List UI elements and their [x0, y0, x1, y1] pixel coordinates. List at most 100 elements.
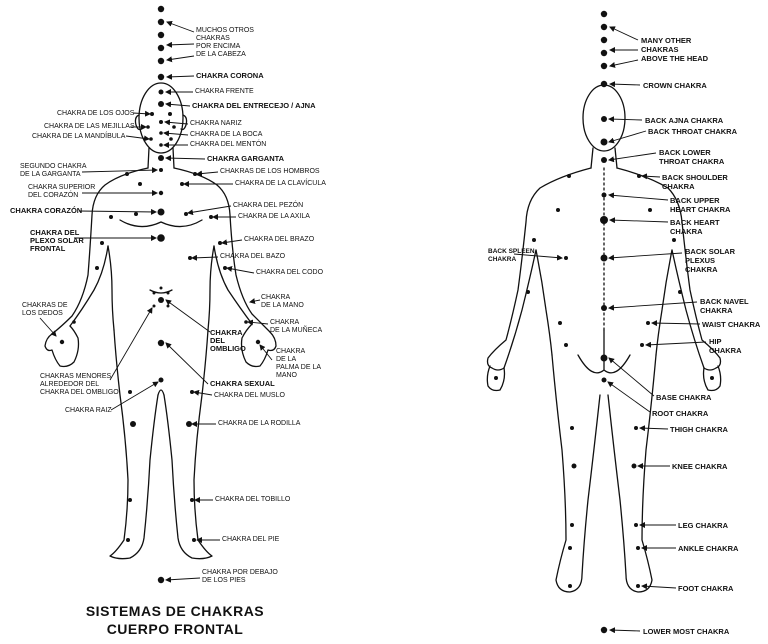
front-nipple-dot-l — [134, 212, 138, 216]
front-jaw-dot-r — [169, 137, 173, 141]
back-thigh-dot-r — [634, 426, 638, 430]
label-plexo: CHAKRA DEL PLEXO SOLAR FRONTAL — [30, 228, 84, 253]
back-heart-dot — [600, 216, 608, 224]
back-upper-heart-dot — [601, 192, 607, 198]
back-knee-dot-l — [571, 463, 577, 469]
back-right-leg — [607, 354, 657, 593]
label-lower-throat: BACK LOWER THROAT CHAKRA — [659, 148, 725, 166]
front-eye-dot-l — [150, 112, 154, 116]
back-right-inner-arm — [671, 249, 705, 369]
label-back-solar: BACK SOLAR PLEXUS CHAKRA — [685, 247, 735, 274]
label-rodilla: CHAKRA DE LA RODILLA — [218, 420, 301, 427]
front-eye-dot-r — [168, 112, 172, 116]
front-nose-dot — [159, 120, 163, 124]
label-corazon: CHAKRA CORAZÓN — [10, 206, 83, 215]
front-thigh-dot-l — [128, 390, 132, 394]
back-ajna-dot — [601, 116, 607, 122]
front-title-line2: CUERPO FRONTAL — [106, 621, 244, 637]
back-shoulder-dot-l — [567, 174, 571, 178]
label-nariz: CHAKRA NARIZ — [190, 120, 242, 127]
label-upper-heart: BACK UPPER HEART CHAKRA — [670, 196, 731, 214]
back-elbow-dot-r — [678, 290, 682, 294]
back-left-hand — [486, 365, 506, 392]
front-knee-dot-l — [130, 421, 136, 427]
label-mejillas: CHAKRA DE LAS MEJILLAS — [44, 123, 135, 130]
label-mandibula: CHAKRA DE LA MANDÍBULA — [32, 133, 126, 140]
label-back-heart: BACK HEART CHAKRA — [670, 218, 720, 236]
label-hip: HIP CHAKRA — [709, 337, 742, 355]
back-hip-dot-l — [564, 343, 568, 347]
back-above-dot-1 — [600, 10, 608, 18]
label-thigh: THIGH CHAKRA — [670, 425, 728, 434]
label-sexual: CHAKRA SEXUAL — [210, 379, 275, 388]
back-root-dot — [601, 377, 607, 383]
label-ajna: CHAKRA DEL ENTRECEJO / AJNA — [192, 101, 316, 110]
back-ankle-dot-l — [568, 546, 572, 550]
label-back-throat: BACK THROAT CHAKRA — [648, 127, 738, 136]
front-wrist-dot-r — [244, 320, 248, 324]
label-garganta: CHAKRA GARGANTA — [207, 154, 285, 163]
front-cheek-dot-r — [172, 125, 176, 129]
label-back-shoulder: BACK SHOULDER CHAKRA — [662, 173, 728, 191]
front-minor-navel-3 — [159, 286, 163, 290]
label-ankle: ANKLE CHAKRA — [678, 544, 739, 553]
front-minor-navel-2 — [166, 291, 170, 295]
back-crown-dot — [600, 80, 608, 88]
back-lowest-dot — [600, 626, 608, 634]
back-arm-dot-r — [672, 238, 676, 242]
front-above-dot-2 — [157, 18, 165, 26]
front-arm-dot-r — [218, 241, 222, 245]
label-otros: MUCHOS OTROS CHAKRAS POR ENCIMA DE LA CA… — [196, 27, 254, 58]
label-pie: CHAKRA DEL PIE — [222, 536, 280, 543]
front-mouth-dot — [159, 131, 163, 135]
front-knee-dot-r — [186, 421, 192, 427]
front-cheek-dot-l — [146, 125, 150, 129]
label-muneca: CHAKRA DE LA MUÑECA — [270, 319, 323, 334]
back-side-dot-l — [556, 208, 560, 212]
front-above-dot-1 — [157, 5, 165, 13]
front-foot-dot-l — [126, 538, 130, 542]
label-menton: CHAKRA DEL MENTÓN — [190, 141, 267, 148]
front-body-outline — [44, 82, 277, 560]
back-buttocks — [577, 329, 631, 374]
front-arm-dot-l — [100, 241, 104, 245]
label-back-ajna: BACK AJNA CHAKRA — [645, 116, 724, 125]
back-waist-dot-r — [646, 321, 650, 325]
label-palma: CHAKRA DE LA PALMA DE LA MANO — [276, 348, 322, 379]
front-chin-dot — [159, 143, 163, 147]
label-clavicula: CHAKRA DE LA CLAVÍCULA — [235, 180, 326, 187]
front-upper-heart-dot — [158, 190, 164, 196]
back-waist-right — [655, 249, 673, 356]
front-clavicle-dot-r — [180, 182, 184, 186]
front-right-ear — [180, 114, 188, 131]
back-ankle-dot-r — [636, 546, 640, 550]
label-debajo: CHAKRA POR DEBAJO DE LOS PIES — [202, 569, 278, 584]
back-neck — [590, 147, 618, 169]
label-ombligo: CHAKRA DEL OMBLIGO — [210, 328, 246, 353]
label-dedos: CHAKRAS DE LOS DEDOS — [22, 302, 68, 317]
front-right-hand — [240, 323, 277, 368]
front-chest-line — [119, 219, 203, 228]
back-hand-dot-r — [710, 376, 714, 380]
back-leg-dot-l — [570, 523, 574, 527]
back-throat-dot — [600, 138, 608, 146]
front-hand-dot-r — [255, 339, 261, 345]
back-spleen-dot — [564, 256, 568, 260]
front-minor-navel-4 — [152, 304, 156, 308]
front-minor-navel-1 — [152, 291, 156, 295]
back-navel-dot — [601, 305, 607, 311]
front-armpit-dot-l — [109, 215, 113, 219]
front-spleen-dot — [188, 256, 192, 260]
front-sex-dot — [157, 339, 165, 347]
label-mano: CHAKRA DE LA MANO — [261, 294, 304, 309]
front-shoulder-dot-r — [193, 172, 197, 176]
label-lowest: LOWER MOST CHAKRA — [643, 627, 730, 636]
label-base: BASE CHAKRA — [656, 393, 712, 402]
front-shoulder-dot-l — [125, 172, 129, 176]
front-torso — [51, 167, 149, 335]
back-above-dot-4 — [600, 49, 608, 57]
front-chakra-dots — [59, 5, 261, 584]
back-foot-dot-l — [568, 584, 572, 588]
back-waist-left — [535, 249, 553, 356]
label-foot: FOOT CHAKRA — [678, 584, 734, 593]
